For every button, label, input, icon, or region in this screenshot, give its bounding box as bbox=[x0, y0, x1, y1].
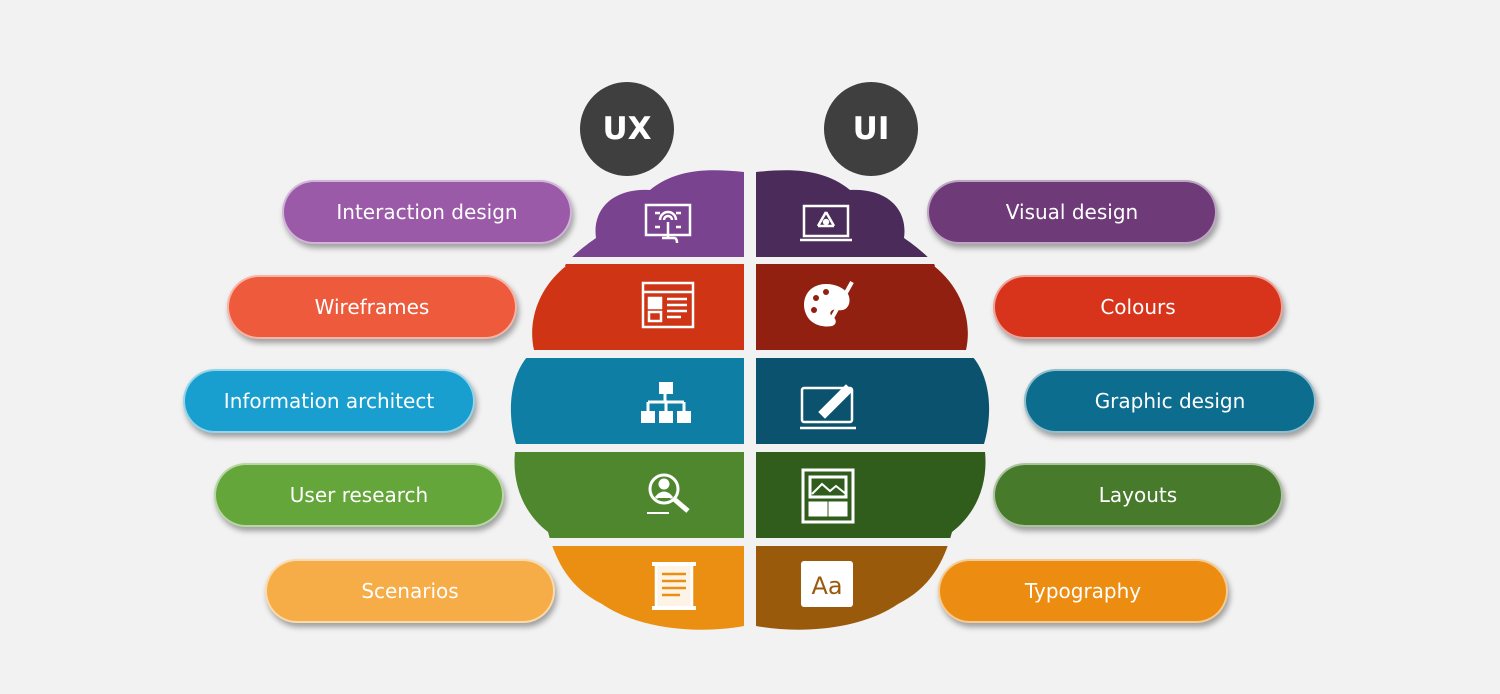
pill-graphic-design: Graphic design bbox=[1024, 369, 1316, 433]
brain-ui-band-3 bbox=[756, 358, 990, 444]
tablet-pen-icon bbox=[800, 384, 856, 430]
typography-icon: Aa bbox=[801, 561, 853, 607]
ui-heading: UI bbox=[824, 82, 918, 176]
pill-scenarios: Scenarios bbox=[265, 559, 555, 623]
pill-layouts: Layouts bbox=[993, 463, 1283, 527]
brain-ui-band-2 bbox=[756, 264, 990, 350]
brain-ux-band-2 bbox=[510, 264, 744, 350]
pill-interaction-design: Interaction design bbox=[282, 180, 572, 244]
brain-ux-band-3 bbox=[510, 358, 744, 444]
pill-user-research: User research bbox=[214, 463, 504, 527]
monitor-vector-icon bbox=[800, 204, 852, 242]
svg-text:Aa: Aa bbox=[811, 572, 842, 600]
touch-screen-icon bbox=[644, 203, 692, 244]
user-search-icon bbox=[647, 473, 690, 514]
brain-ux-band-4 bbox=[510, 452, 744, 538]
pill-typography: Typography bbox=[938, 559, 1228, 623]
pill-visual-design: Visual design bbox=[927, 180, 1217, 244]
brain-ui-band-4 bbox=[756, 452, 990, 538]
palette-icon bbox=[804, 281, 854, 327]
pill-colours: Colours bbox=[993, 275, 1283, 339]
pill-information-architect: Information architect bbox=[183, 369, 475, 433]
ux-heading: UX bbox=[580, 82, 674, 176]
scroll-icon bbox=[652, 562, 696, 610]
wireframe-icon bbox=[641, 281, 695, 329]
pill-wireframes: Wireframes bbox=[227, 275, 517, 339]
sitemap-icon bbox=[641, 382, 691, 423]
layout-icon bbox=[801, 468, 855, 524]
